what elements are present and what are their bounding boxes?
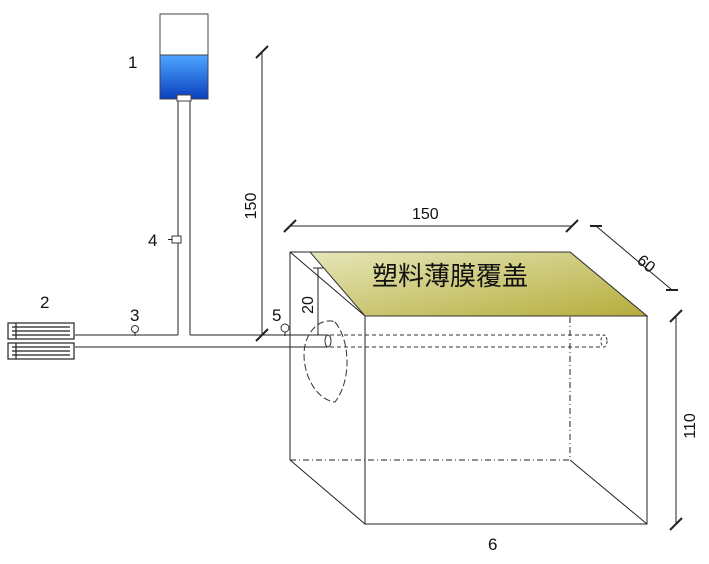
valve-3-icon: [131, 325, 139, 336]
label-5: 5: [272, 306, 281, 325]
dimension-line-20: [313, 267, 323, 336]
dimension-150-vertical: 150: [243, 193, 260, 220]
vertical-pipe: [177, 101, 191, 335]
dimension-line-110: [669, 309, 683, 531]
horizontal-pipe: [75, 334, 332, 348]
water-fill: [159, 54, 209, 100]
dimension-60: 60: [633, 252, 658, 277]
dimension-110: 110: [682, 413, 699, 439]
pump-block: [7, 322, 75, 360]
perforated-pipe: [330, 334, 608, 348]
valve-4-icon: [168, 235, 182, 244]
plastic-film-cover: [308, 251, 649, 317]
dimension-line-60: [590, 225, 678, 291]
dimension-line-150-horizontal: [283, 219, 579, 233]
label-2: 2: [40, 293, 49, 312]
label-4: 4: [148, 231, 157, 250]
label-3: 3: [130, 306, 139, 325]
water-reservoir: [159, 13, 209, 102]
dimension-line-150-vertical: [255, 45, 269, 342]
wetting-front-curve: [303, 320, 348, 403]
dimension-150-horizontal: 150: [412, 206, 439, 223]
cover-label: 塑料薄膜覆盖: [372, 262, 528, 292]
valve-5-icon: [280, 323, 290, 336]
label-6: 6: [488, 535, 497, 554]
dimension-20: 20: [300, 296, 317, 314]
label-1: 1: [128, 53, 137, 72]
